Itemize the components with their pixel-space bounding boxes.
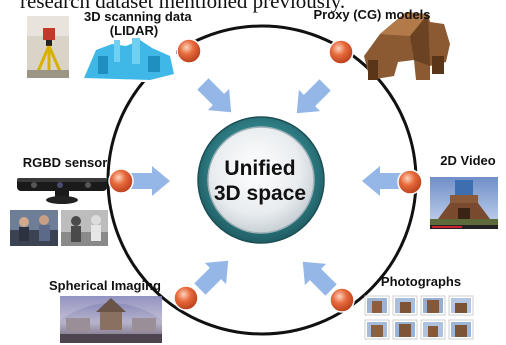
node-proxy bbox=[328, 39, 354, 65]
arrow-from-spherical bbox=[194, 260, 229, 295]
node-lidar bbox=[176, 38, 202, 64]
hub-label-line2: 3D space bbox=[213, 182, 307, 205]
photographs-content bbox=[367, 298, 471, 337]
hub bbox=[197, 116, 325, 244]
hub-label-line1: Unified bbox=[224, 157, 296, 180]
rgbd-color-frame bbox=[10, 210, 58, 246]
node-video bbox=[397, 169, 423, 195]
arrow-from-photos bbox=[302, 261, 337, 296]
label-rgbd: RGBD sensor bbox=[22, 155, 108, 170]
arrow-from-proxy bbox=[296, 79, 331, 114]
label-proxy: Proxy (CG) models bbox=[313, 7, 431, 22]
lidar-pointcloud-image bbox=[80, 38, 176, 82]
inward-arrows bbox=[130, 78, 402, 296]
spherical-panorama-image bbox=[60, 296, 162, 343]
proxy-cg-model-image bbox=[364, 12, 450, 80]
node-spherical bbox=[173, 285, 199, 311]
label-lidar-line2: (LIDAR) bbox=[109, 23, 159, 38]
kinect-sensor-image bbox=[17, 178, 107, 204]
arrow-from-rgbd bbox=[130, 166, 170, 196]
hub-inner-disc bbox=[207, 126, 315, 234]
label-lidar-line1: 3D scanning data bbox=[84, 9, 192, 24]
label-video: 2D Video bbox=[440, 153, 496, 168]
rgbd-depth-frame bbox=[61, 210, 108, 246]
node-rgbd bbox=[108, 168, 134, 194]
header-text: research dataset mentioned previously. bbox=[20, 0, 346, 13]
arrow-from-video bbox=[362, 166, 402, 196]
label-lidar: 3D scanning data (LIDAR) bbox=[84, 10, 192, 38]
video-frame-image bbox=[430, 177, 498, 229]
node-photos bbox=[329, 287, 355, 313]
label-spherical: Spherical Imaging bbox=[49, 278, 161, 293]
hub-label: Unified 3D space bbox=[200, 156, 320, 206]
label-photos: Photographs bbox=[380, 274, 462, 289]
ring-nodes bbox=[108, 38, 423, 313]
arrow-from-lidar bbox=[197, 78, 232, 113]
lidar-scanner-photo bbox=[27, 16, 69, 78]
